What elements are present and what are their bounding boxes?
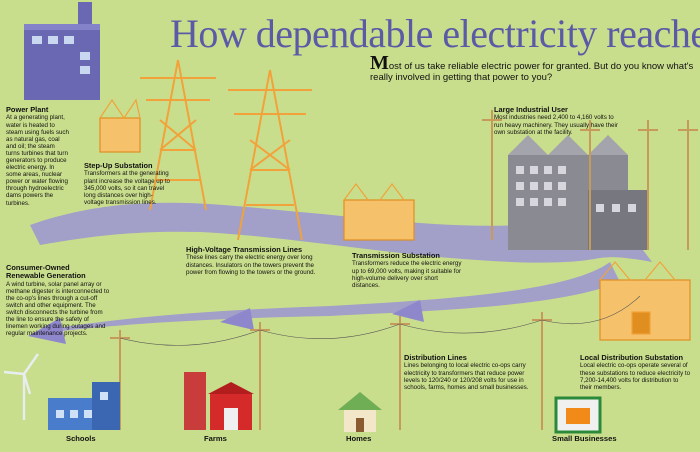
power-plant-building [24,2,100,100]
wind-turbine [3,353,39,420]
caption-heading: Transmission Substation [352,251,440,260]
caption-renewable: Consumer-Owned Renewable Generation A wi… [6,263,110,338]
industrial-building [508,135,648,250]
caption-body: Most industries need 2,400 to 4,160 volt… [494,114,618,136]
local-distribution-substation [599,261,691,341]
caption-heading: Local Distribution Substation [580,353,684,362]
caption-local-substation: Local Distribution Substation Local elec… [580,353,692,391]
transmission-towers [140,59,312,241]
farm-buildings [184,372,254,430]
caption-hv-lines: High-Voltage Transmission Lines These li… [186,245,326,276]
caption-step-up: Step-Up Substation Transformers at the g… [84,161,172,206]
caption-transmission-substation: Transmission Substation Transformers red… [352,251,462,289]
caption-heading: High-Voltage Transmission Lines [186,245,303,254]
intro-lead-letter: M [370,52,389,74]
home-building [338,392,382,432]
school-building [48,382,120,430]
label-schools: Schools [66,434,96,443]
label-small-businesses: Small Businesses [552,434,617,443]
caption-heading: Large Industrial User [494,105,568,114]
caption-heading: Step-Up Substation [84,161,153,170]
flow-arrow-heads [28,300,424,344]
page-title: How dependable electricity reaches you [170,11,700,56]
caption-body: These lines carry the electric energy ov… [186,254,316,276]
label-farms: Farms [204,434,227,443]
small-business-building [554,396,602,434]
distribution-wires [119,295,641,346]
caption-body: At a generating plant, water is heated t… [6,114,69,207]
caption-distribution: Distribution Lines Lines belonging to lo… [404,353,534,391]
step-up-substation [99,98,141,153]
label-homes: Homes [346,434,372,443]
intro-body: ost of us take reliable electric power f… [370,61,694,83]
caption-industrial: Large Industrial User Most industries ne… [494,105,624,136]
caption-heading: Consumer-Owned Renewable Generation [6,263,86,281]
caption-body: Transformers at the generating plant inc… [84,170,170,206]
intro-text: Most of us take reliable electric power … [370,53,695,83]
caption-power-plant: Power Plant At a generating plant, water… [6,105,70,207]
caption-body: Transformers reduce the electric energy … [352,260,462,289]
caption-body: A wind turbine, solar panel array or met… [6,280,110,338]
transmission-substation [343,183,415,241]
caption-body: Local electric co-ops operate several of… [580,362,691,391]
caption-heading: Distribution Lines [404,353,467,362]
power-flow-path [30,202,652,342]
industrial-poles [482,110,698,250]
caption-heading: Power Plant [6,105,49,114]
caption-body: Lines belonging to local electric co-ops… [404,362,529,391]
